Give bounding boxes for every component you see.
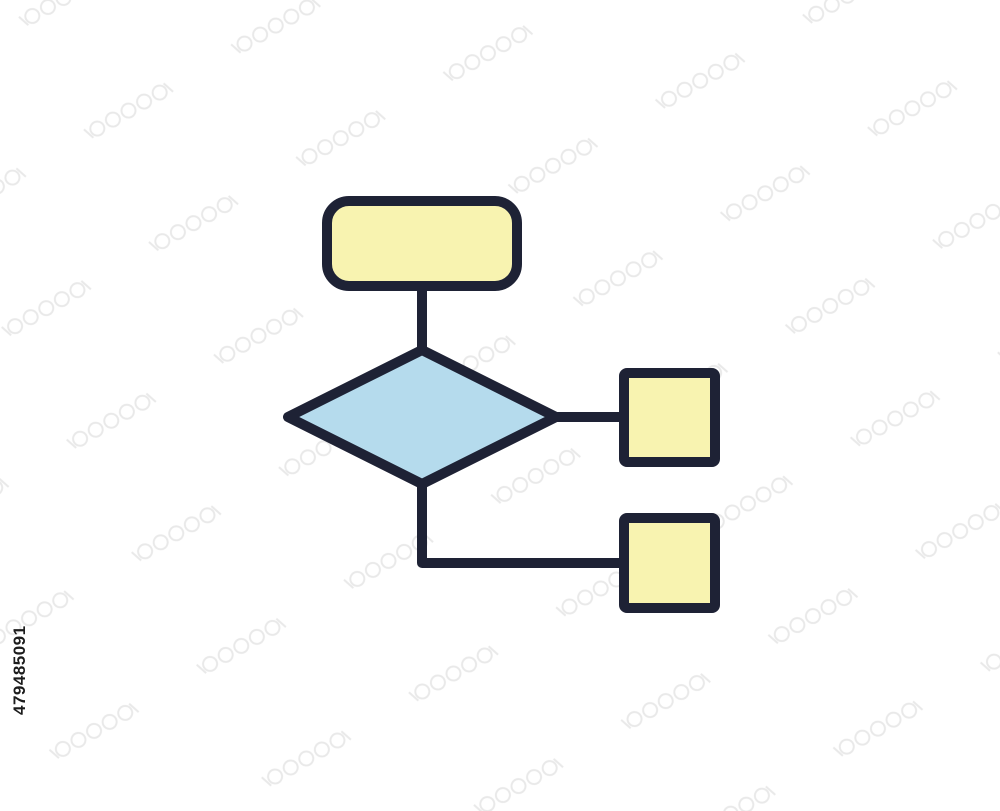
process-box-right bbox=[619, 368, 720, 467]
process-box-bottom bbox=[619, 513, 720, 613]
decision-diamond bbox=[283, 345, 561, 489]
stock-image-id: 479485091 bbox=[10, 625, 29, 715]
terminal-shape bbox=[322, 196, 522, 291]
connector-decision-to-bottom-process bbox=[417, 479, 629, 568]
